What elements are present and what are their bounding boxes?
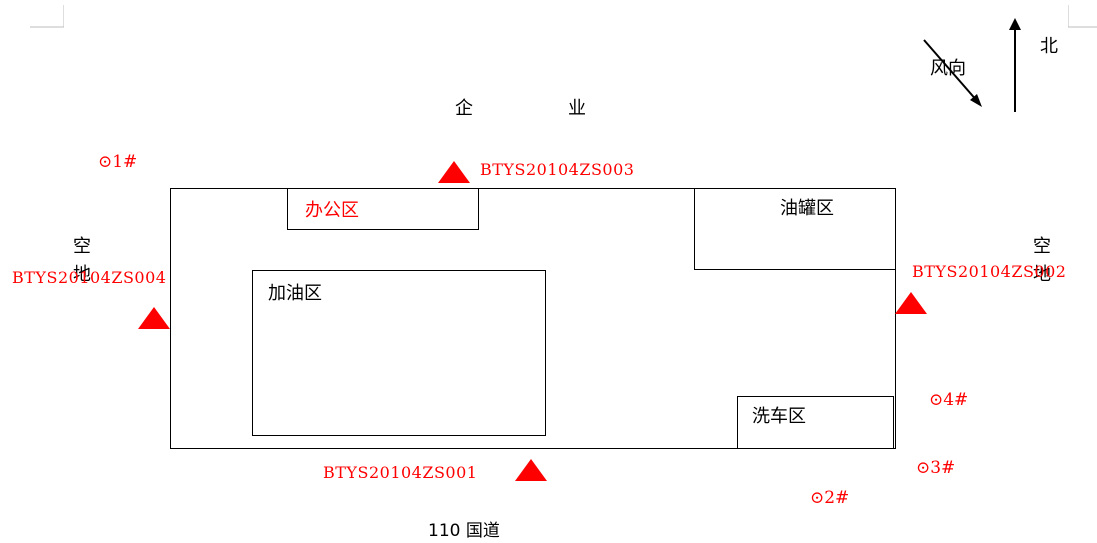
car-wash-area-label: 洗车区 bbox=[752, 406, 806, 427]
sampling-point-triangle-top bbox=[438, 161, 470, 183]
sampling-point-triangle-left bbox=[138, 307, 170, 329]
fueling-area-label: 加油区 bbox=[268, 283, 322, 304]
car-wash-area-box bbox=[737, 396, 894, 449]
sampling-point-label-bottom: BTYS20104ZS001 bbox=[323, 463, 478, 482]
sampling-point-label-top: BTYS20104ZS003 bbox=[480, 160, 635, 179]
fueling-area-box bbox=[252, 270, 546, 436]
crop-mark-top-right bbox=[1068, 5, 1097, 28]
tank-area-box bbox=[694, 188, 896, 270]
sampling-point-triangle-right bbox=[895, 292, 927, 314]
monitoring-point-4: ⊙4# bbox=[929, 390, 969, 410]
site-boundary bbox=[170, 188, 896, 449]
sampling-point-label-left: BTYS20104ZS004 bbox=[12, 268, 167, 287]
tank-area-label: 油罐区 bbox=[780, 198, 834, 219]
road-label: 110 国道 bbox=[428, 521, 500, 541]
office-area-box bbox=[287, 188, 479, 230]
monitoring-point-2: ⊙2# bbox=[810, 488, 850, 508]
sampling-point-triangle-bottom bbox=[515, 459, 547, 481]
wind-direction-label: 风向 bbox=[930, 58, 966, 79]
north-arrow-icon bbox=[1009, 18, 1021, 112]
vacant-land-left-char-2: 地 bbox=[73, 264, 91, 285]
sampling-point-label-right: BTYS20104ZS002 bbox=[912, 262, 1067, 281]
monitoring-point-1: ⊙1# bbox=[98, 152, 138, 172]
enterprise-label-char-1: 企 bbox=[455, 98, 473, 119]
monitoring-point-3: ⊙3# bbox=[916, 458, 956, 478]
vacant-land-left-char-1: 空 bbox=[73, 236, 91, 257]
enterprise-label-char-2: 业 bbox=[568, 98, 586, 119]
vacant-land-right-char-1: 空 bbox=[1033, 236, 1051, 257]
vacant-land-right-char-2: 地 bbox=[1033, 264, 1051, 285]
crop-mark-top-left bbox=[30, 5, 64, 28]
office-area-label: 办公区 bbox=[305, 200, 359, 221]
north-label: 北 bbox=[1040, 36, 1058, 57]
wind-direction-arrow-icon bbox=[923, 39, 982, 107]
